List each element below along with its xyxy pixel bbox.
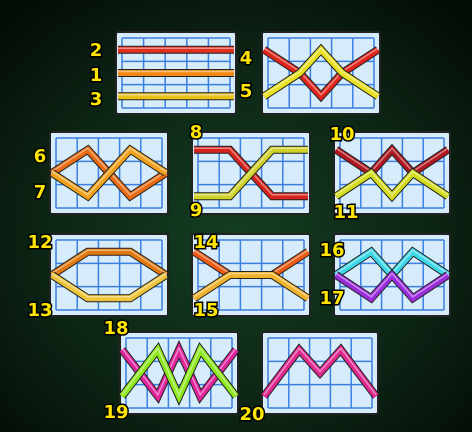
payline-panel-4 (192, 132, 310, 214)
payline-number-3: 3 (90, 89, 103, 110)
payline-number-9: 9 (190, 200, 203, 221)
payline-1 (118, 72, 234, 74)
payline-3 (118, 95, 234, 97)
payline-panel-3 (50, 132, 168, 214)
payline-number-5: 5 (240, 81, 253, 102)
payline-number-10: 10 (329, 124, 354, 145)
payline-number-2: 2 (90, 40, 103, 61)
payline-number-4: 4 (240, 48, 253, 69)
payline-panel-2 (262, 32, 380, 114)
payline-number-12: 12 (27, 232, 52, 253)
payline-number-15: 15 (193, 300, 218, 321)
payline-number-1: 1 (90, 65, 103, 86)
payline-number-19: 19 (103, 402, 128, 423)
payline-number-18: 18 (103, 318, 128, 339)
payline-panel-8 (334, 234, 450, 316)
payline-number-17: 17 (319, 288, 344, 309)
payline-number-13: 13 (27, 300, 52, 321)
payline-number-14: 14 (193, 232, 218, 253)
payline-panel-6 (50, 234, 168, 316)
payline-number-11: 11 (333, 202, 358, 223)
payline-number-6: 6 (34, 146, 47, 167)
payline-number-7: 7 (34, 182, 47, 203)
payline-number-16: 16 (319, 240, 344, 261)
payline-panel-10 (262, 332, 378, 414)
payline-panel-9 (120, 332, 238, 414)
panel-background (50, 234, 168, 316)
payline-panel-1 (116, 32, 236, 114)
payline-2 (118, 48, 234, 50)
payline-number-8: 8 (190, 122, 203, 143)
payline-number-20: 20 (239, 404, 264, 425)
